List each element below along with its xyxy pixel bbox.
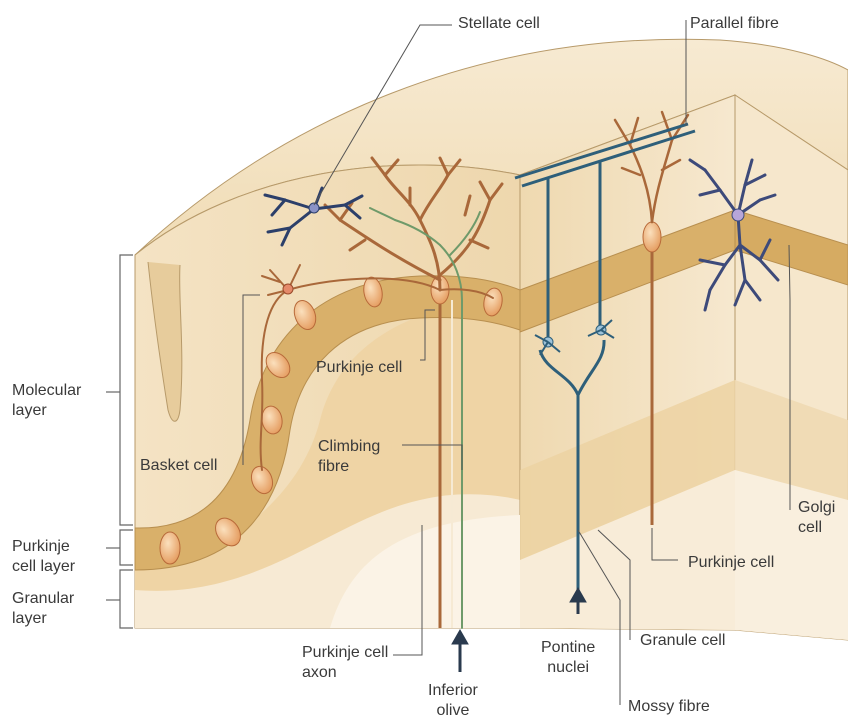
label-granule-cell: Granule cell — [640, 631, 725, 651]
label-parallel-fibre: Parallel fibre — [690, 14, 779, 34]
label-purkinje-cell-right: Purkinje cell — [688, 553, 774, 573]
layer-brackets — [106, 255, 133, 628]
label-purkinje-cell-center: Purkinje cell — [316, 358, 402, 378]
label-mossy-fibre: Mossy fibre — [628, 697, 710, 717]
label-basket-cell: Basket cell — [140, 456, 217, 476]
label-stellate-cell: Stellate cell — [458, 14, 540, 34]
